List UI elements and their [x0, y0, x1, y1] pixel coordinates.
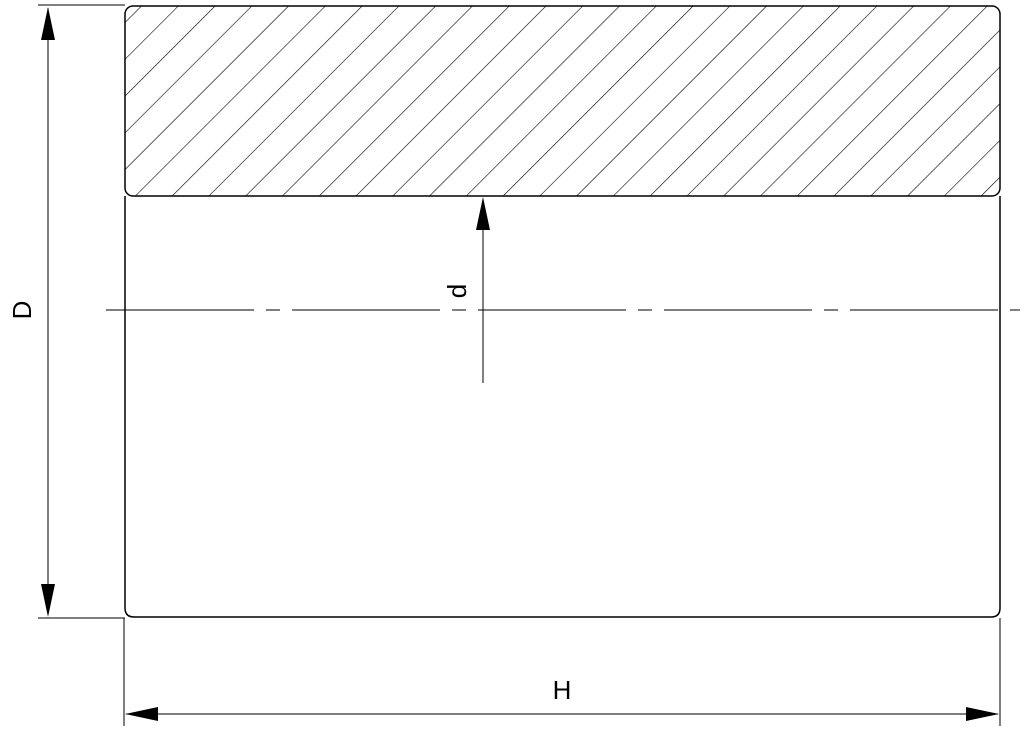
length-label: H — [553, 675, 572, 705]
hatched-wall-section — [124, 5, 1001, 197]
arrowhead-up — [476, 197, 490, 230]
outer-diameter-dimension: D — [7, 7, 55, 617]
inner-diameter-label: d — [442, 284, 472, 298]
extension-lines — [38, 4, 1001, 726]
arrowhead-down — [41, 584, 55, 617]
arrowhead-up — [41, 7, 55, 40]
outer-diameter-label: D — [7, 301, 37, 320]
length-dimension: H — [125, 675, 999, 721]
bore-outline — [124, 196, 1001, 618]
arrowhead-right — [966, 707, 999, 721]
arrowhead-left — [125, 707, 158, 721]
inner-diameter-dimension: d — [442, 197, 490, 383]
